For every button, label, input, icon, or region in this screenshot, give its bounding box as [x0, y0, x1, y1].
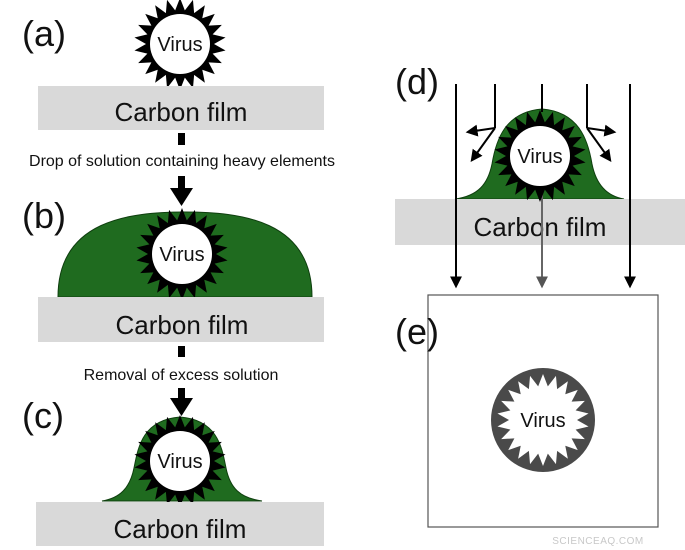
carbon-film-label: Carbon film — [115, 97, 248, 127]
watermark: SCIENCEAQ.COM — [552, 536, 644, 547]
panel-label-c: (c) — [22, 395, 64, 436]
carbon-film-c — [36, 502, 324, 546]
virus-d: Virus — [494, 110, 586, 202]
virus-label: Virus — [520, 410, 565, 432]
carbon-film-label: Carbon film — [114, 514, 247, 544]
arrow-shaft — [178, 176, 185, 190]
carbon-film-label: Carbon film — [116, 310, 249, 340]
scatter-arrow — [465, 124, 496, 137]
arrow-head — [170, 398, 193, 416]
step-arrow-drop: Drop of solution containing heavy elemen… — [29, 133, 335, 206]
carbon-film-label: Carbon film — [474, 212, 607, 242]
panel-d: (d) Carbon film Virus — [395, 61, 685, 289]
virus-label: Virus — [517, 146, 562, 168]
step-label-removal: Removal of excess solution — [84, 367, 279, 384]
virus-c: Virus — [134, 415, 226, 507]
carbon-film-a — [38, 86, 324, 130]
panel-e: (e) Virus — [395, 294, 659, 528]
panel-c: (c) Virus Carbon film — [22, 395, 324, 546]
virus-label: Virus — [159, 244, 204, 266]
virus-a: Virus — [134, 0, 226, 90]
arrow-shaft — [178, 388, 185, 400]
scatter-arrow — [586, 127, 612, 162]
arrow-dash — [178, 133, 185, 145]
virus-body — [150, 431, 210, 491]
virus-body — [152, 224, 212, 284]
carbon-film-b — [38, 297, 324, 342]
panel-a: (a) Virus Carbon film — [22, 0, 324, 130]
carbon-film-d — [395, 199, 685, 245]
scatter-arrow — [470, 127, 496, 162]
virus-label: Virus — [157, 451, 202, 473]
scatter-arrow — [586, 124, 617, 137]
step-arrow-removal: Removal of excess solution — [84, 346, 279, 416]
virus-b: Virus — [136, 208, 228, 300]
panel-label-a: (a) — [22, 13, 66, 54]
panel-b: (b) Virus Carbon film — [22, 195, 324, 342]
virus-body — [512, 389, 574, 451]
virus-body — [510, 126, 570, 186]
arrow-head — [170, 188, 193, 206]
virus-image-e: Virus — [491, 368, 595, 472]
panel-label-d: (d) — [395, 61, 439, 102]
virus-body — [150, 14, 210, 74]
step-label-drop: Drop of solution containing heavy elemen… — [29, 153, 335, 170]
virus-label: Virus — [157, 34, 202, 56]
panel-label-b: (b) — [22, 195, 66, 236]
arrow-dash — [178, 346, 185, 357]
panel-label-e: (e) — [395, 311, 439, 352]
